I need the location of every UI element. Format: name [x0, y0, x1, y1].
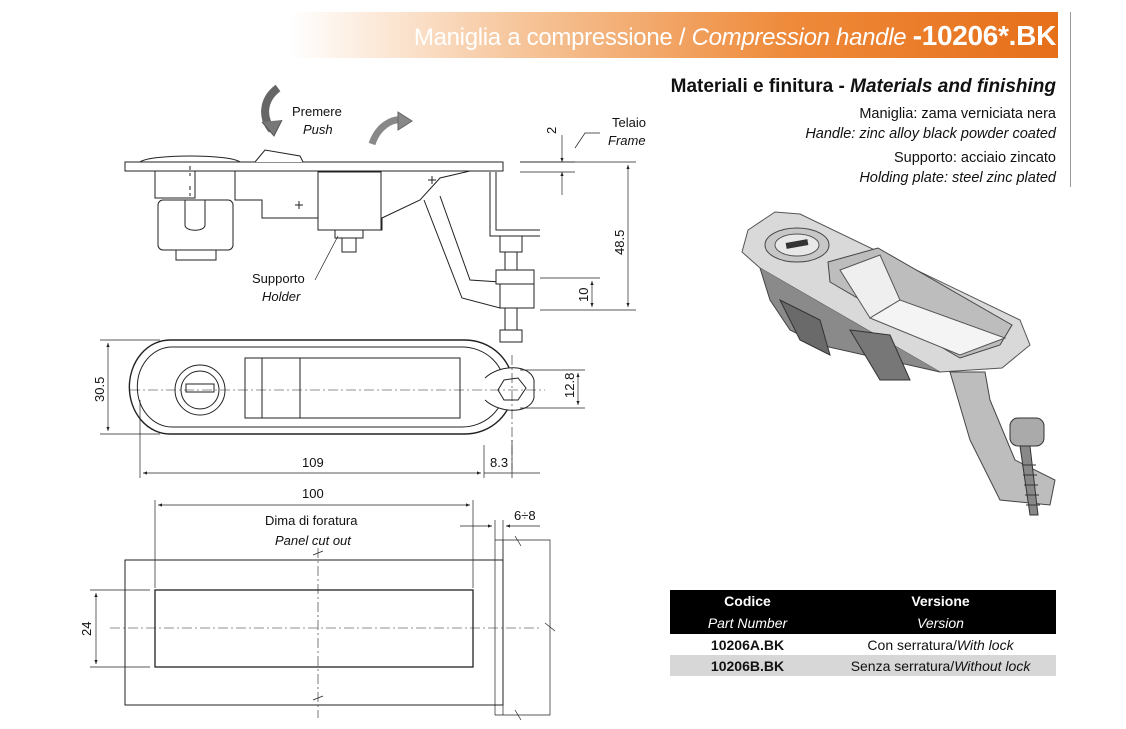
dim-2: 2 — [544, 127, 559, 134]
material-handle-en: Handle: zinc alloy black powder coated — [805, 126, 1056, 142]
header-version-it: Versione — [825, 590, 1056, 612]
part-number-table: Codice Versione Part Number Version 1020… — [670, 590, 1056, 676]
material-holder-en: Holding plate: steel zinc plated — [859, 170, 1056, 186]
dim-24: 24 — [79, 622, 94, 636]
title-italian: Maniglia a compressione — [413, 24, 673, 51]
side-view — [124, 84, 636, 343]
title-english: Compression handle — [691, 24, 907, 51]
table-row: 10206B.BK Senza serratura/Without lock — [670, 655, 1056, 676]
part-code: 10206A.BK — [710, 636, 785, 653]
table-row: 10206A.BK Con serratura/With lock — [670, 634, 1056, 655]
push-label-en: Push — [303, 122, 333, 137]
dim-10: 10 — [576, 288, 591, 302]
part-version: Con serratura/With lock — [825, 634, 1056, 655]
part-code: 10206B.BK — [670, 655, 825, 676]
version-en: Without lock — [954, 657, 1031, 674]
holder-label-en: Holder — [262, 289, 301, 304]
materials-heading-it: Materiali e finitura - — [670, 76, 845, 97]
header-code-it: Codice — [670, 590, 825, 612]
product-illustration — [741, 211, 1056, 516]
header-bar — [290, 12, 1058, 58]
dim-48-5: 48.5 — [612, 230, 627, 255]
page-title: Maniglia a compressione / Compression ha… — [414, 12, 1056, 58]
dim-30-5: 30.5 — [92, 377, 107, 402]
frame-label-en: Frame — [608, 133, 646, 148]
dim-109: 109 — [302, 455, 324, 470]
material-handle-it: Maniglia: zama verniciata nera — [859, 106, 1056, 122]
dim-12-8: 12.8 — [562, 373, 577, 398]
top-view — [100, 339, 585, 478]
table-header-row-en: Part Number Version — [670, 612, 1056, 634]
product-code: -10206*.BK — [912, 20, 1057, 51]
header-version-en: Version — [825, 612, 1056, 634]
holder-label-it: Supporto — [252, 271, 305, 286]
dim-100: 100 — [302, 486, 324, 501]
dim-6-8: 6÷8 — [514, 508, 536, 523]
dim-8-3: 8.3 — [490, 455, 508, 470]
version-it: Senza serratura/ — [850, 657, 955, 674]
header-divider — [1070, 12, 1071, 187]
materials-heading: Materiali e finitura - Materials and fin… — [671, 76, 1056, 98]
cutout-label-en: Panel cut out — [275, 533, 352, 548]
header-code-en: Part Number — [670, 612, 825, 634]
panel-cutout-view — [90, 500, 556, 721]
title-separator: / — [678, 24, 686, 51]
cutout-label-it: Dima di foratura — [265, 513, 358, 528]
materials-heading-en: Materials and finishing — [850, 76, 1056, 97]
version-en: With lock — [956, 636, 1014, 653]
table-header-row: Codice Versione — [670, 590, 1056, 612]
part-version: Senza serratura/Without lock — [825, 655, 1056, 676]
material-holder-it: Supporto: acciaio zincato — [893, 150, 1056, 166]
frame-label-it: Telaio — [612, 115, 646, 130]
version-it: Con serratura/ — [867, 636, 957, 653]
push-label-it: Premere — [292, 104, 342, 119]
